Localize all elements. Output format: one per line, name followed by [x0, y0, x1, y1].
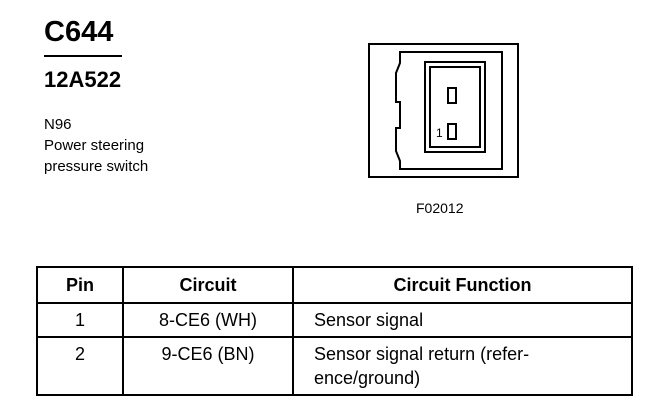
circuit-cell: 9-CE6 (BN)	[122, 336, 294, 396]
circuit-function-cell: Sensor signal	[292, 302, 633, 338]
pin-cell: 2	[36, 336, 124, 396]
terminal-pin-2	[447, 87, 457, 104]
column-header-circuit: Circuit	[122, 266, 294, 304]
column-header-circuit-function: Circuit Function	[292, 266, 633, 304]
terminal-cavity-inner	[429, 66, 481, 148]
component-code: N96	[44, 116, 72, 133]
figure-id: F02012	[416, 200, 464, 216]
pin-circuit-table: Pin Circuit Circuit Function 1 8-CE6 (WH…	[36, 266, 633, 396]
pin-cell: 1	[36, 302, 124, 338]
component-description-line2: pressure switch	[44, 158, 149, 175]
table-row: 1 8-CE6 (WH) Sensor signal	[36, 302, 633, 338]
column-header-pin: Pin	[36, 266, 124, 304]
part-number: 12A522	[44, 67, 122, 92]
connector-face-diagram: 1	[368, 43, 519, 178]
table-header-row: Pin Circuit Circuit Function	[36, 266, 633, 304]
terminal-pin-1	[447, 123, 457, 140]
connector-id: C644	[44, 16, 114, 48]
circuit-cell: 8-CE6 (WH)	[122, 302, 294, 338]
pin-1-label: 1	[436, 126, 443, 140]
circuit-function-cell: Sensor signal return (refer-ence/ground)	[292, 336, 633, 396]
component-description-line1: Power steering	[44, 137, 145, 154]
title-underline	[44, 55, 122, 57]
table-row: 2 9-CE6 (BN) Sensor signal return (refer…	[36, 336, 633, 396]
